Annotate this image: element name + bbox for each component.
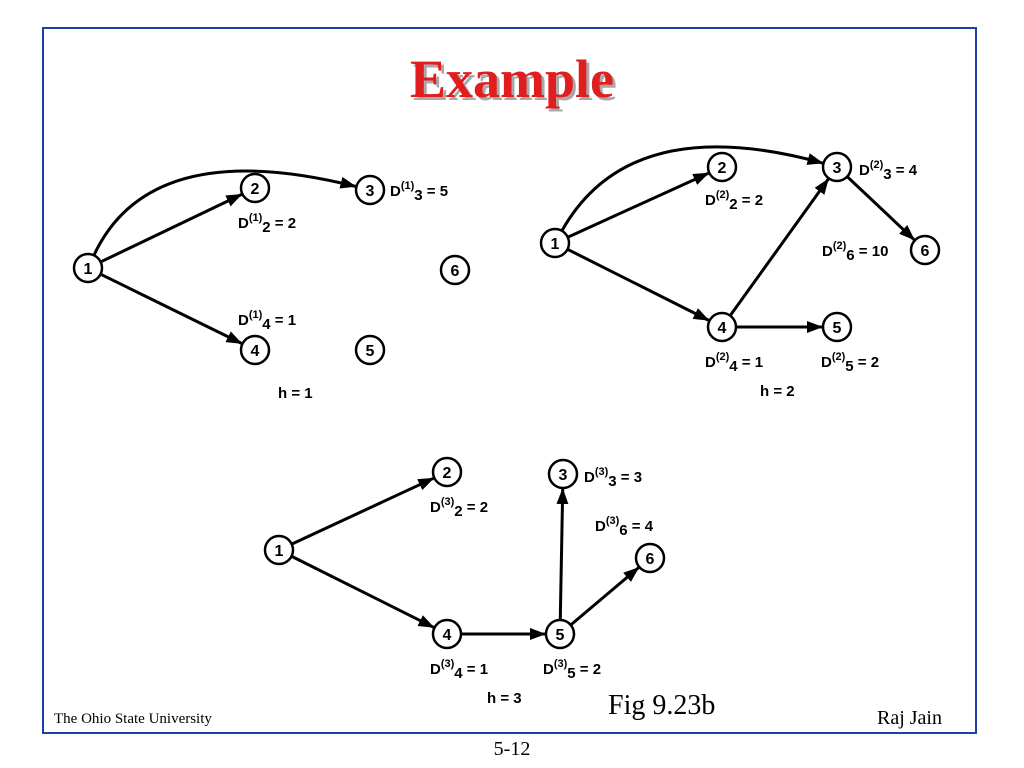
node-h1-2: 2 bbox=[239, 172, 271, 204]
node-circle bbox=[706, 311, 738, 343]
node-h3-5: 5 bbox=[544, 618, 576, 650]
edge-h2-3-to-6 bbox=[846, 175, 916, 241]
node-h3-6: 6 bbox=[634, 542, 666, 574]
node-circle bbox=[431, 618, 463, 650]
distance-label-h3-node-2: D(3)2 = 2 bbox=[430, 496, 488, 520]
footer-author: Raj Jain bbox=[877, 707, 942, 729]
node-label: 4 bbox=[251, 343, 260, 360]
node-label: 5 bbox=[366, 343, 375, 360]
footer-university: The Ohio State University bbox=[54, 711, 212, 727]
node-h2-2: 2 bbox=[706, 151, 738, 183]
distance-label-h2-node-2: D(2)2 = 2 bbox=[705, 189, 763, 213]
node-h2-1: 1 bbox=[539, 227, 571, 259]
node-circle bbox=[239, 172, 271, 204]
distance-label-h3-node-5: D(3)5 = 2 bbox=[543, 658, 601, 682]
edge-h2-4-to-3 bbox=[728, 178, 830, 317]
node-label: 4 bbox=[718, 320, 727, 337]
edge-h1-1-to-2 bbox=[99, 193, 243, 264]
distance-label-h3-node-6: D(3)6 = 4 bbox=[595, 515, 654, 539]
node-circle bbox=[239, 334, 271, 366]
node-label: 2 bbox=[251, 181, 260, 198]
node-label: 6 bbox=[921, 243, 930, 260]
node-label: 6 bbox=[451, 263, 460, 280]
node-h3-4: 4 bbox=[431, 618, 463, 650]
node-circle bbox=[909, 234, 941, 266]
node-h2-5: 5 bbox=[821, 311, 853, 343]
distance-label-h3-node-4: D(3)4 = 1 bbox=[430, 658, 488, 682]
node-circle bbox=[439, 254, 471, 286]
page-number: 5-12 bbox=[493, 738, 531, 760]
h-label-h1: h = 1 bbox=[278, 385, 313, 402]
node-label: 2 bbox=[718, 160, 727, 177]
node-h1-6: 6 bbox=[439, 254, 471, 286]
distance-label-h2-node-4: D(2)4 = 1 bbox=[705, 351, 763, 375]
edge-h3-5-to-6 bbox=[569, 566, 640, 627]
node-label: 4 bbox=[443, 627, 452, 644]
node-h1-5: 5 bbox=[354, 334, 386, 366]
node-circle bbox=[547, 458, 579, 490]
node-label: 3 bbox=[559, 467, 568, 484]
node-h1-1: 1 bbox=[72, 252, 104, 284]
node-circle bbox=[544, 618, 576, 650]
node-h2-3: 3 bbox=[821, 151, 853, 183]
diagram-h2: 1 2 3 4 5 6 D(2)2 = 2 D(2)3 = 4 D(2)6 = 10 D(2)4 … bbox=[539, 145, 941, 400]
distance-label-h1-node-2: D(1)2 = 2 bbox=[238, 212, 296, 236]
figure-caption: Fig 9.23b bbox=[608, 690, 716, 721]
node-h3-1: 1 bbox=[263, 534, 295, 566]
node-label: 3 bbox=[833, 160, 842, 177]
node-circle bbox=[539, 227, 571, 259]
distance-label-h1-node-3: D(1)3 = 5 bbox=[390, 180, 448, 204]
distance-label-h3-node-3: D(3)3 = 3 bbox=[584, 466, 642, 490]
edge-h2-1-to-4 bbox=[566, 247, 710, 322]
node-h3-2: 2 bbox=[431, 456, 463, 488]
graph-layer: 1 2 3 4 5 6 D(1)2 = 2 D(1)3 = 5 D(1)4 = 1 h = 1 1 2… bbox=[72, 145, 941, 707]
edge-h3-1-to-2 bbox=[291, 476, 435, 546]
edge-h1-1-to-4 bbox=[99, 272, 243, 345]
node-circle bbox=[354, 334, 386, 366]
slide-title: Example bbox=[409, 49, 614, 109]
node-h2-6: 6 bbox=[909, 234, 941, 266]
node-label: 6 bbox=[646, 551, 655, 568]
node-h1-3: 3 bbox=[354, 174, 386, 206]
node-h3-3: 3 bbox=[547, 458, 579, 490]
node-circle bbox=[354, 174, 386, 206]
node-label: 1 bbox=[275, 543, 284, 560]
node-circle bbox=[634, 542, 666, 574]
edge-h3-5-to-3 bbox=[556, 487, 569, 621]
distance-label-h2-node-3: D(2)3 = 4 bbox=[859, 159, 918, 183]
node-h1-4: 4 bbox=[239, 334, 271, 366]
node-label: 1 bbox=[84, 261, 93, 278]
h-label-h3: h = 3 bbox=[487, 690, 522, 707]
diagram-h1: 1 2 3 4 5 6 D(1)2 = 2 D(1)3 = 5 D(1)4 = 1 h = 1 bbox=[72, 169, 471, 402]
distance-label-h2-node-6: D(2)6 = 10 bbox=[822, 240, 888, 264]
node-label: 5 bbox=[833, 320, 842, 337]
slide-frame bbox=[42, 27, 977, 734]
node-circle bbox=[821, 151, 853, 183]
node-h2-4: 4 bbox=[706, 311, 738, 343]
distance-label-h1-node-4: D(1)4 = 1 bbox=[238, 309, 296, 333]
node-label: 5 bbox=[556, 627, 565, 644]
distance-label-h2-node-5: D(2)5 = 2 bbox=[821, 351, 879, 375]
node-circle bbox=[72, 252, 104, 284]
node-label: 3 bbox=[366, 183, 375, 200]
node-circle bbox=[263, 534, 295, 566]
diagram-h3: 1 2 3 4 5 6 D(3)2 = 2 D(3)3 = 3 D(3)6 = 4 D(3)4 =… bbox=[263, 456, 666, 707]
node-circle bbox=[821, 311, 853, 343]
edge-h2-1-to-3 bbox=[560, 145, 824, 232]
node-label: 1 bbox=[551, 236, 560, 253]
node-label: 2 bbox=[443, 465, 452, 482]
node-circle bbox=[706, 151, 738, 183]
edge-h2-1-to-2 bbox=[567, 171, 710, 239]
edge-h3-1-to-4 bbox=[290, 554, 435, 629]
node-circle bbox=[431, 456, 463, 488]
h-label-h2: h = 2 bbox=[760, 383, 795, 400]
edge-h1-1-to-3 bbox=[92, 169, 357, 256]
